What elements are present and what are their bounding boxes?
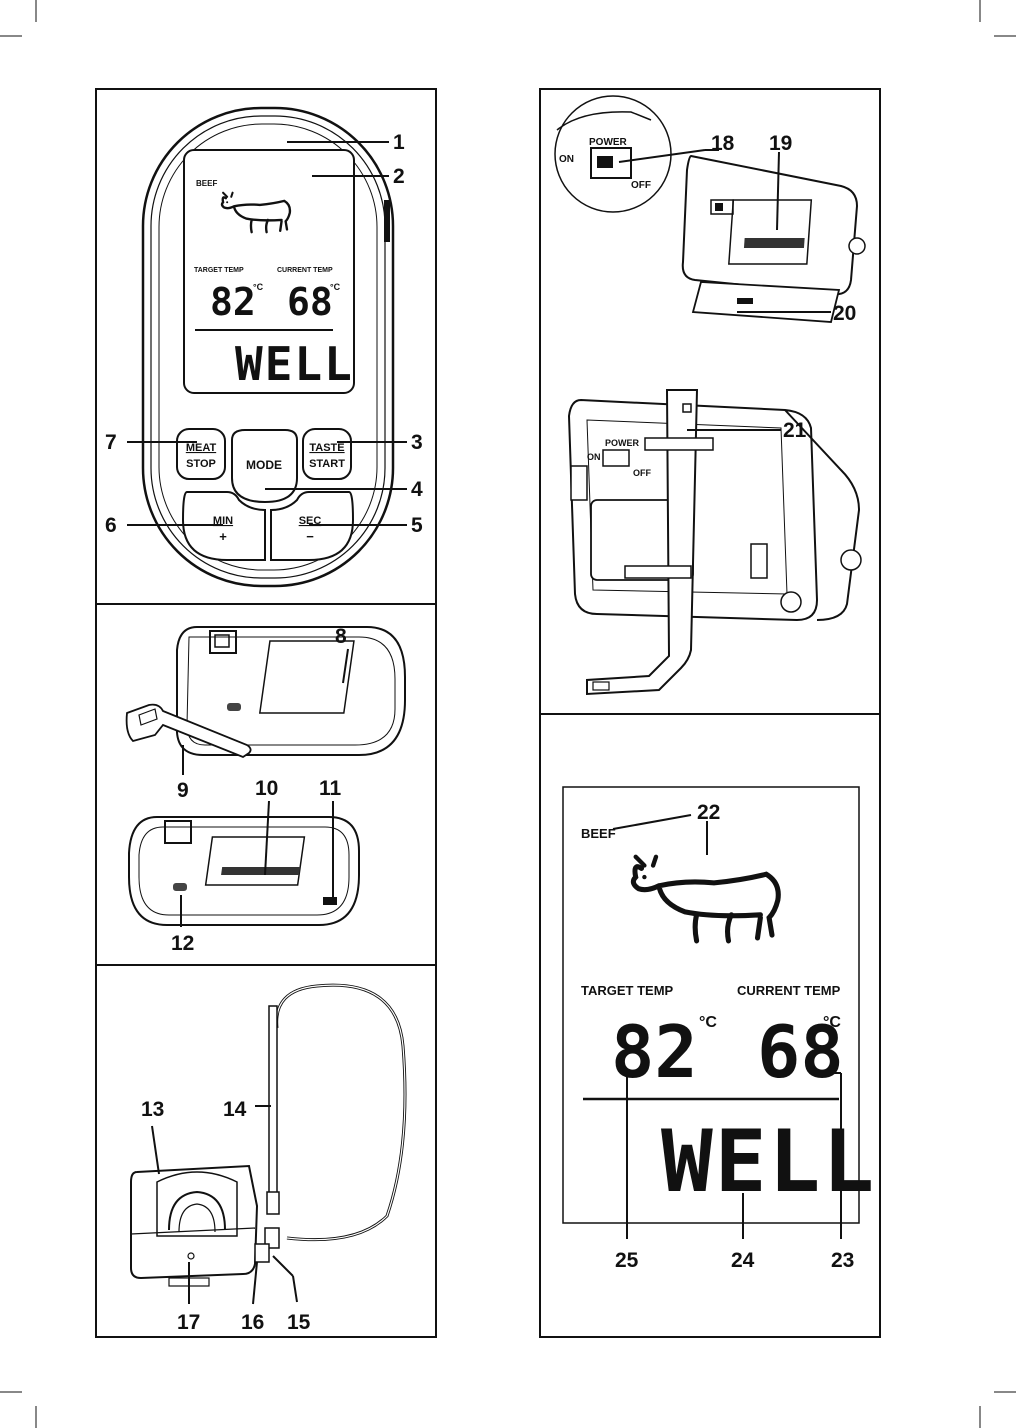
callout-13: 13 xyxy=(141,1098,164,1121)
callout-24: 24 xyxy=(731,1249,755,1272)
callout-11: 11 xyxy=(319,777,342,800)
callout-18: 18 xyxy=(711,132,735,155)
large-target-unit: °C xyxy=(699,1014,717,1031)
meat-label: MEAT xyxy=(186,442,217,454)
receiver-back-drawing: 8 9 10 11 12 xyxy=(97,605,439,968)
callout-21: 21 xyxy=(783,419,807,442)
stop-label: STOP xyxy=(186,458,216,470)
callout-23: 23 xyxy=(831,1249,854,1272)
large-target-label: TARGET TEMP xyxy=(581,983,674,998)
lcd-target-value: 82 xyxy=(210,280,256,324)
lcd-doneness: WELL xyxy=(235,337,354,391)
callout-22: 22 xyxy=(697,801,720,824)
plus-label: + xyxy=(219,529,227,544)
switch-on-label: ON xyxy=(559,154,574,165)
transmitter-back-drawing: POWER ON OFF 18 19 20 POWER ON OFF xyxy=(541,90,883,717)
probe-jack xyxy=(255,1244,269,1262)
side-button xyxy=(384,200,390,242)
transmitter-battery-compartment xyxy=(729,200,811,264)
callout-6: 6 xyxy=(105,514,117,537)
panel-transmitter-back: POWER ON OFF 18 19 20 POWER ON OFF xyxy=(539,88,881,715)
power-switch-small xyxy=(323,897,337,905)
large-target-value: 82 xyxy=(611,1010,698,1094)
stand-slot-top xyxy=(645,438,713,450)
callout-5: 5 xyxy=(411,514,423,537)
callout-4: 4 xyxy=(411,478,423,501)
start-label: START xyxy=(309,458,345,470)
large-meat-label: BEEF xyxy=(581,826,616,841)
probe xyxy=(269,1006,277,1196)
battery xyxy=(221,867,300,875)
lcd-current-value: 68 xyxy=(287,280,333,324)
stand-slot-bottom xyxy=(625,566,691,578)
back-cover xyxy=(260,641,354,713)
stand-power-label: POWER xyxy=(605,438,640,448)
callout-16: 16 xyxy=(241,1311,264,1334)
large-current-label: CURRENT TEMP xyxy=(737,983,841,998)
callout-1: 1 xyxy=(393,131,405,154)
mode-label: MODE xyxy=(246,458,282,472)
callout-8: 8 xyxy=(335,625,347,648)
battery-compartment xyxy=(206,837,305,885)
lcd-meat-label: BEEF xyxy=(196,179,217,188)
callout-14: 14 xyxy=(223,1098,247,1121)
lcd-current-label: CURRENT TEMP xyxy=(277,267,333,274)
panel-transmitter: 13 14 15 16 17 xyxy=(95,964,437,1338)
switch-off-label: OFF xyxy=(631,180,651,191)
switch-power-label: POWER xyxy=(589,137,628,148)
large-doneness: WELL xyxy=(661,1112,876,1212)
taste-label: TASTE xyxy=(309,442,344,454)
callout-7: 7 xyxy=(105,431,117,454)
callout-19: 19 xyxy=(769,132,792,155)
lcd-target-unit: °C xyxy=(253,282,264,292)
panel-front-view: BEEF TARGET TEMP CURRENT TEMP 82 °C 68 °… xyxy=(95,88,437,605)
battery-cover xyxy=(693,282,839,322)
callout-10: 10 xyxy=(255,777,278,800)
minus-label: − xyxy=(306,529,314,544)
meat-stop-button[interactable] xyxy=(177,429,225,479)
lcd-target-label: TARGET TEMP xyxy=(194,267,244,274)
callout-20: 20 xyxy=(833,302,856,325)
callout-25: 25 xyxy=(615,1249,639,1272)
display-detail-drawing: BEEF TARGET TEMP CURRENT TEMP 82 °C 68 °… xyxy=(541,715,883,1340)
large-current-unit: °C xyxy=(823,1014,841,1031)
callout-17: 17 xyxy=(177,1311,200,1334)
stand-on-label: ON xyxy=(587,452,601,462)
lcd-current-unit: °C xyxy=(330,282,341,292)
callout-9: 9 xyxy=(177,779,189,802)
callout-12: 12 xyxy=(171,932,194,955)
callout-15: 15 xyxy=(287,1311,311,1334)
callout-3: 3 xyxy=(411,431,423,454)
stand-off-label: OFF xyxy=(633,468,651,478)
receiver-front-drawing: BEEF TARGET TEMP CURRENT TEMP 82 °C 68 °… xyxy=(97,90,439,607)
panel-back-view: 8 9 10 11 12 xyxy=(95,603,437,966)
taste-start-button[interactable] xyxy=(303,429,351,479)
panel-display-detail: BEEF TARGET TEMP CURRENT TEMP 82 °C 68 °… xyxy=(539,713,881,1338)
transmitter-drawing: 13 14 15 16 17 xyxy=(97,966,439,1340)
callout-2: 2 xyxy=(393,165,405,188)
